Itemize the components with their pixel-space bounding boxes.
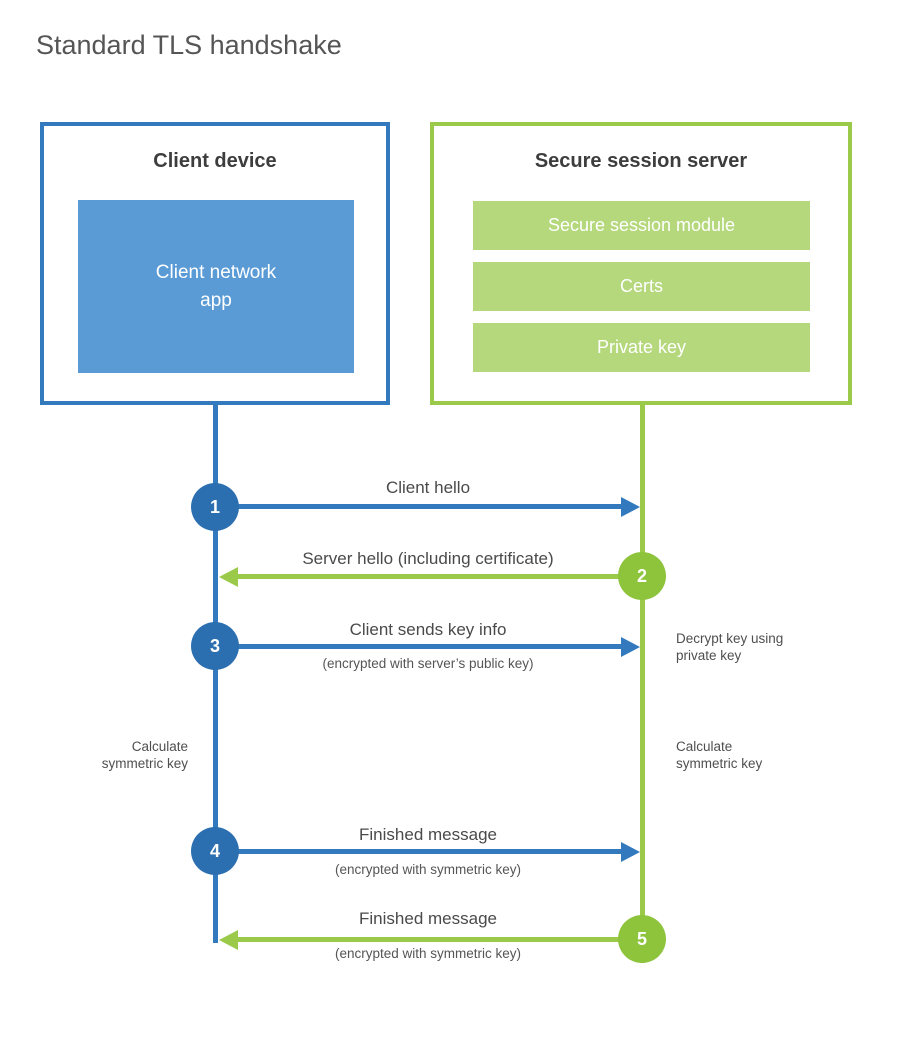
certs-block: Certs xyxy=(473,262,810,311)
secure-session-server-header: Secure session server xyxy=(534,150,748,172)
step4-label: Finished message xyxy=(359,825,497,844)
step5-arrow xyxy=(219,930,642,950)
server-lifeline xyxy=(640,405,645,963)
arrowhead-left-icon xyxy=(219,567,238,587)
step5-label: Finished message xyxy=(359,909,497,928)
step3-sublabel: (encrypted with server’s public key) xyxy=(322,656,534,671)
calculate-symmetric-key-note-server: Calculate symmetric key xyxy=(676,739,763,771)
step2-label: Server hello (including certificate) xyxy=(302,549,554,568)
step1-arrow xyxy=(215,497,640,517)
step5-badge: 5 xyxy=(618,915,666,963)
client-network-app-block: Client network app xyxy=(78,200,354,373)
step4-arrow xyxy=(215,842,640,862)
step5-sublabel: (encrypted with symmetric key) xyxy=(334,946,522,961)
arrowhead-right-icon xyxy=(621,497,640,517)
step1-badge: 1 xyxy=(191,483,239,531)
page-title: Standard TLS handshake xyxy=(36,30,342,60)
step2-badge: 2 xyxy=(618,552,666,600)
step4-badge: 4 xyxy=(191,827,239,875)
client-device-box: Client device Client network app xyxy=(40,122,390,405)
client-device-header: Client device xyxy=(153,150,277,172)
step3-badge: 3 xyxy=(191,622,239,670)
secure-session-module-block: Secure session module xyxy=(473,201,810,250)
step4-sublabel: (encrypted with symmetric key) xyxy=(334,862,522,877)
secure-session-server-box: Secure session server Secure session mod… xyxy=(430,122,852,405)
arrowhead-right-icon xyxy=(621,637,640,657)
calculate-symmetric-key-note-client: Calculate symmetric key xyxy=(101,739,188,771)
private-key-block: Private key xyxy=(473,323,810,372)
step1-label: Client hello xyxy=(385,478,471,497)
arrowhead-right-icon xyxy=(621,842,640,862)
client-lifeline xyxy=(213,405,218,943)
decrypt-key-note: Decrypt key using private key xyxy=(676,631,784,663)
step3-label: Client sends key info xyxy=(349,620,507,639)
step3-arrow xyxy=(215,637,640,657)
step2-arrow xyxy=(219,567,642,587)
arrowhead-left-icon xyxy=(219,930,238,950)
